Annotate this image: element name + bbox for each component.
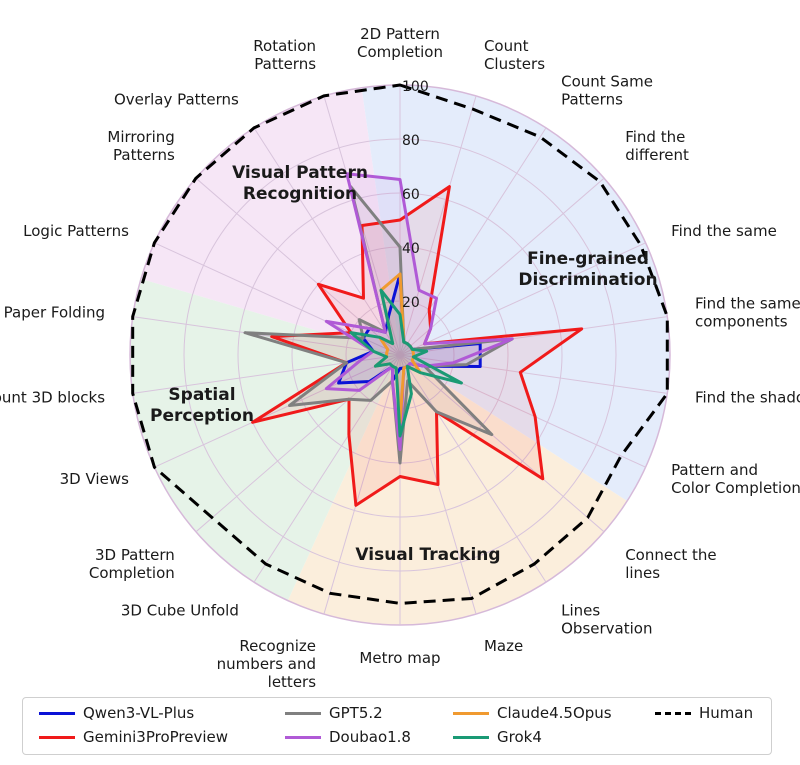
series-fill-1 [252,186,582,506]
legend-swatch [39,735,75,739]
legend-item: Human [655,704,753,722]
legend-item: Gemini3ProPreview [39,728,228,746]
spoke-2 [399,127,547,356]
legend-label: Doubao1.8 [329,728,411,746]
axis-label-10: Maze [484,637,523,655]
spoke-16 [132,354,401,394]
spoke-20 [253,127,401,356]
r-tick-label: 80 [402,133,420,149]
spoke-1 [399,95,477,356]
legend-swatch [285,711,321,715]
spoke-18 [154,242,401,356]
legend-label: Claude4.5Opus [497,704,612,722]
legend-swatch [453,711,489,715]
legend-swatch [39,711,75,715]
r-tick-label: 20 [402,295,420,311]
legend-label: Gemini3ProPreview [83,728,229,746]
spoke-4 [399,242,646,356]
spoke-15 [154,354,401,468]
spoke-9 [399,354,547,583]
legend-swatch [453,735,489,739]
spoke-8 [399,354,605,533]
r-tick-label: 40 [402,241,420,257]
legend-item: GPT5.2 [285,704,383,722]
legend-item: Grok4 [453,728,542,746]
r-tick-label: 100 [402,79,429,95]
legend-label: Qwen3-VL-Plus [83,704,195,722]
legend-item: Doubao1.8 [285,728,411,746]
legend-swatch [655,711,691,715]
series-fill-0 [338,274,481,383]
legend-swatch [285,735,321,739]
legend-label: GPT5.2 [329,704,383,722]
spoke-3 [399,177,605,356]
axis-label-18: Logic Patterns [23,222,129,240]
series-line-6 [131,83,669,605]
spoke-17 [132,316,401,356]
r-tick-label: 60 [402,187,420,203]
category-label-2: Visual Tracking [355,545,500,565]
series-line-5 [349,288,463,438]
series-fill-2 [245,186,513,463]
axis-label-20: Overlay Patterns [114,90,239,108]
axis-label-6: Find the shadow [695,388,800,406]
axis-label-11: Metro map [359,649,440,667]
legend-label: Human [699,704,754,722]
axis-label-15: 3D Views [60,470,129,488]
axis-label-4: Find the same [671,222,777,240]
legend-item: Qwen3-VL-Plus [39,704,194,722]
series-line-3 [324,172,514,451]
category-sector-2 [287,355,628,625]
spoke-19 [195,177,401,356]
spoke-13 [253,354,401,583]
category-sector-1 [361,85,670,501]
spoke-6 [399,354,668,394]
axis-label-13: 3D Cube Unfold [121,602,239,620]
legend-label: Grok4 [497,728,542,746]
spoke-12 [323,354,401,615]
spoke-5 [399,316,668,356]
axis-label-17: Paper Folding [4,304,105,322]
legend-item: Claude4.5Opus [453,704,612,722]
series-fill-5 [350,290,462,436]
axis-label-16: Count 3D blocks [0,388,105,406]
spoke-7 [399,354,646,468]
